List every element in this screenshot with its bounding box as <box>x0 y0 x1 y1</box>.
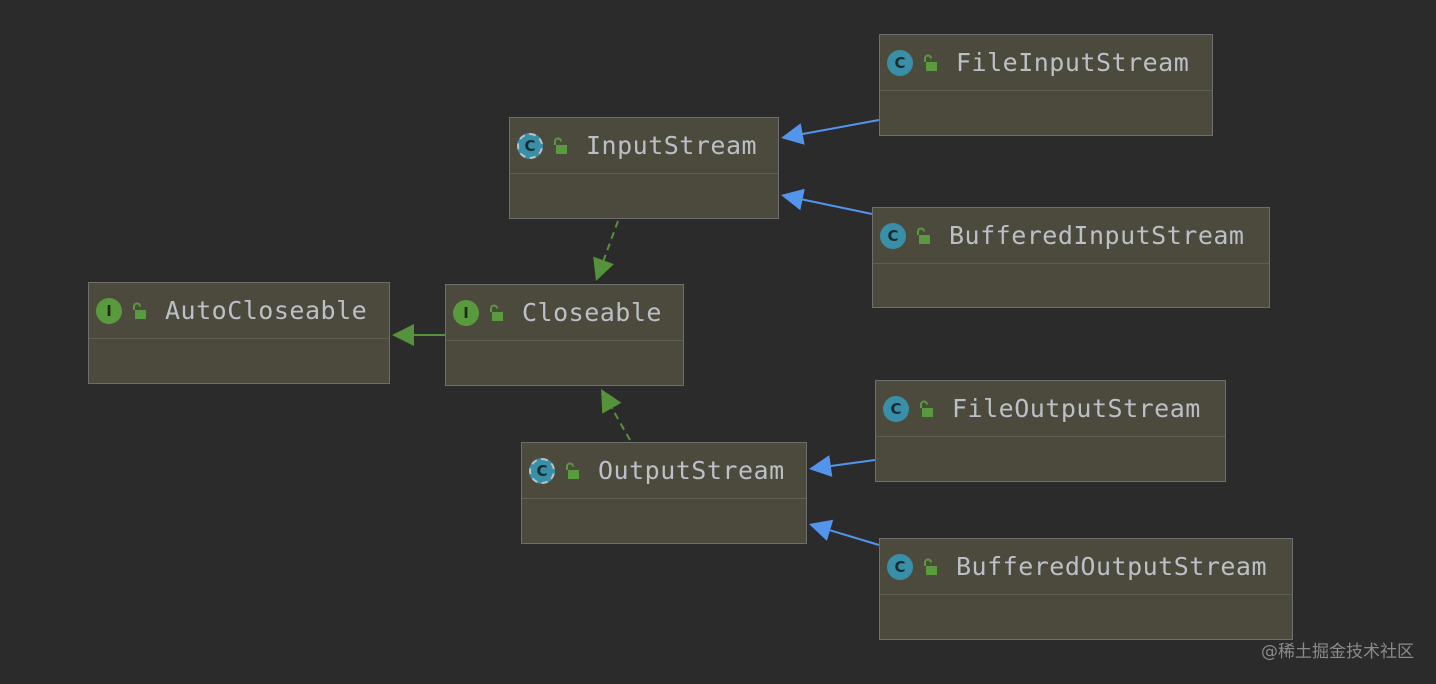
node-header: C FileOutputStream <box>876 381 1225 437</box>
node-label: BufferedInputStream <box>949 221 1245 250</box>
uml-node-closeable[interactable]: I Closeable <box>445 284 684 386</box>
node-header: C InputStream <box>510 118 778 174</box>
edge-line <box>829 529 880 546</box>
uml-node-fileoutputstream[interactable]: C FileOutputStream <box>875 380 1226 482</box>
edge-line <box>830 459 876 468</box>
node-label: AutoCloseable <box>165 296 368 325</box>
arrowhead-icon <box>809 519 834 541</box>
unlocked-padlock-icon <box>924 54 937 71</box>
edge-implements-inputstream-to-closeable <box>593 220 619 281</box>
edge-line <box>611 407 631 441</box>
node-header: I AutoCloseable <box>89 283 389 339</box>
node-header: C FileInputStream <box>880 35 1212 91</box>
edge-extends-fileinputstream-to-inputstream <box>781 119 880 145</box>
edge-extends-bufferedoutputstream-to-outputstream <box>809 519 880 546</box>
arrowhead-icon <box>392 324 414 346</box>
unlocked-padlock-icon <box>133 302 146 319</box>
uml-node-autocloseable[interactable]: I AutoCloseable <box>88 282 390 384</box>
unlocked-padlock-icon <box>920 400 933 417</box>
uml-node-bufferedinputstream[interactable]: C BufferedInputStream <box>872 207 1270 308</box>
edge-extends-fileoutputstream-to-outputstream <box>809 455 876 477</box>
interface-icon: I <box>96 297 122 324</box>
arrowhead-icon <box>601 389 622 414</box>
unlocked-padlock-icon <box>917 227 930 244</box>
edge-line <box>802 119 880 136</box>
abstract-class-icon: C <box>517 132 543 159</box>
interface-icon: I <box>453 299 479 326</box>
node-label: Closeable <box>522 298 662 327</box>
class-icon: C <box>880 222 906 249</box>
uml-node-fileinputstream[interactable]: C FileInputStream <box>879 34 1213 136</box>
node-label: FileInputStream <box>956 48 1190 77</box>
abstract-class-icon: C <box>529 457 555 484</box>
arrowhead-icon <box>593 256 614 281</box>
arrowhead-icon <box>781 188 805 211</box>
node-header: C OutputStream <box>522 443 806 499</box>
node-header: C BufferedOutputStream <box>880 539 1292 595</box>
uml-node-inputstream[interactable]: C InputStream <box>509 117 779 219</box>
watermark: @稀土掘金技术社区 <box>1261 642 1414 662</box>
unlocked-padlock-icon <box>554 137 567 154</box>
edge-implements-outputstream-to-closeable <box>601 389 631 441</box>
edge-line <box>802 198 873 215</box>
node-label: OutputStream <box>598 456 785 485</box>
edge-line <box>602 220 619 261</box>
unlocked-padlock-icon <box>924 558 937 575</box>
edge-extends-bufferedinputstream-to-inputstream <box>781 188 873 215</box>
arrowhead-icon <box>781 123 805 145</box>
arrowhead-icon <box>809 455 833 477</box>
class-icon: C <box>887 553 913 580</box>
uml-node-outputstream[interactable]: C OutputStream <box>521 442 807 544</box>
node-label: FileOutputStream <box>952 394 1201 423</box>
class-icon: C <box>887 49 913 76</box>
node-header: I Closeable <box>446 285 683 341</box>
node-header: C BufferedInputStream <box>873 208 1269 264</box>
node-label: BufferedOutputStream <box>956 552 1268 581</box>
unlocked-padlock-icon <box>490 304 503 321</box>
unlocked-padlock-icon <box>566 462 579 479</box>
edge-extends-closeable-to-autocloseable <box>392 324 445 346</box>
node-label: InputStream <box>586 131 758 160</box>
uml-node-bufferedoutputstream[interactable]: C BufferedOutputStream <box>879 538 1293 640</box>
class-icon: C <box>883 395 909 422</box>
